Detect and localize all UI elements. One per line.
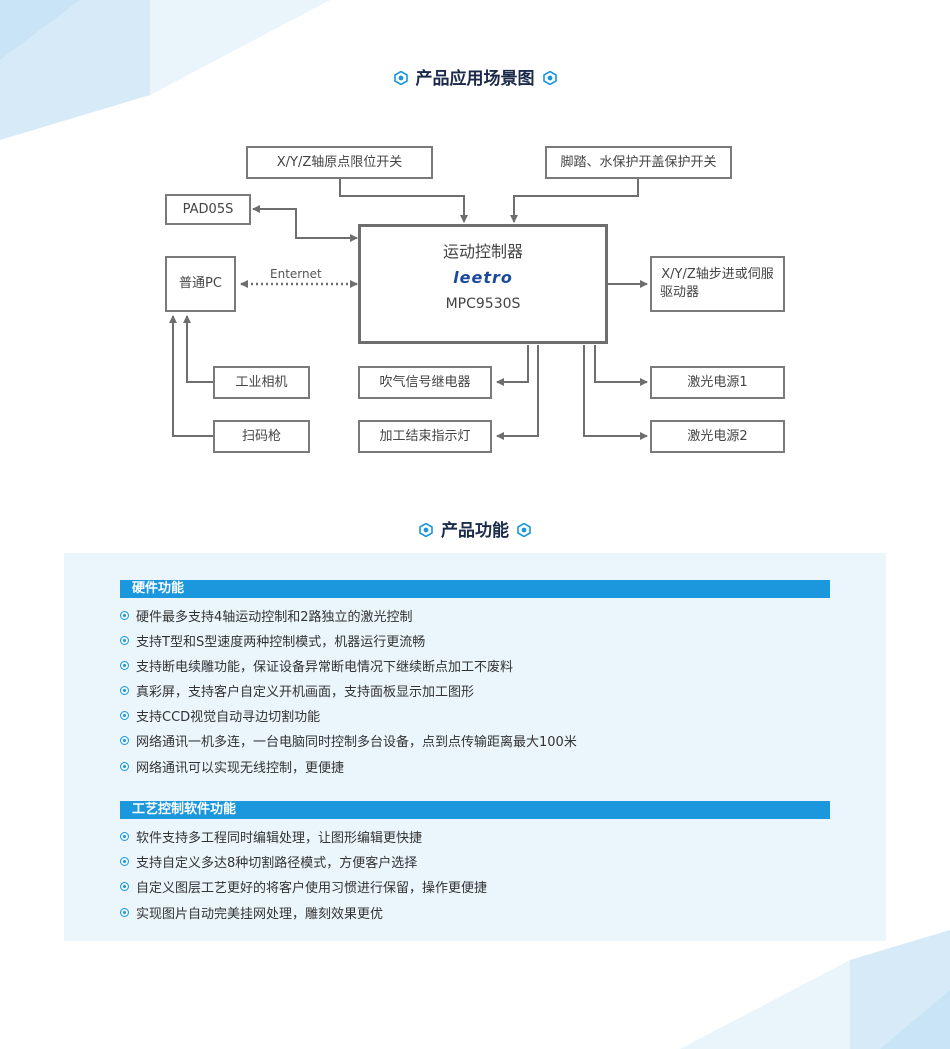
pc-box: 普通PC [165,256,236,312]
hardware-item: 网络通讯可以实现无线控制，更便捷 [120,760,344,778]
circle-bullet-icon [120,736,129,745]
features-section-title: 产品功能 [0,516,950,541]
hex-bullet-icon [542,71,557,85]
laser2-label: 激光电源2 [687,428,748,444]
controller-title: 运动控制器 [442,242,523,261]
motion-controller-box: 运动控制器 leetro MPC9530S [358,224,608,344]
driver-box: X/Y/Z轴步进或伺服 驱动器 [650,256,785,312]
software-item: 实现图片自动完美挂网处理，雕刻效果更优 [120,906,383,924]
hardware-item: 支持T型和S型速度两种控制模式，机器运行更流畅 [120,634,425,652]
hardware-item-text: 支持T型和S型速度两种控制模式，机器运行更流畅 [136,635,426,650]
hardware-item-text: 网络通讯可以实现无线控制，更便捷 [136,761,345,776]
hardware-heading: 硬件功能 [120,580,830,598]
software-item: 支持自定义多达8种切割路径模式，方便客户选择 [120,855,417,873]
circle-bullet-icon [120,882,129,891]
hardware-item: 网络通讯一机多连，一台电脑同时控制多台设备，点到点传输距离最大100米 [120,734,577,752]
bottom-right-decoration [680,930,950,1049]
hardware-item: 支持CCD视觉自动寻边切割功能 [120,709,320,727]
finish-light-label: 加工结束指示灯 [379,428,471,444]
software-item-text: 自定义图层工艺更好的将客户使用习惯进行保留，操作更便捷 [136,881,488,896]
hardware-item-text: 网络通讯一机多连，一台电脑同时控制多台设备，点到点传输距离最大100米 [136,735,577,750]
scanner-box: 扫码枪 [213,420,310,453]
hardware-item-text: 硬件最多支持4轴运动控制和2路独立的激光控制 [136,610,413,625]
laser1-label: 激光电源1 [687,374,748,390]
pad-label: PAD05S [182,201,234,217]
hardware-item: 支持断电续雕功能，保证设备异常断电情况下继续断点加工不废料 [120,659,513,677]
hardware-item: 硬件最多支持4轴运动控制和2路独立的激光控制 [120,609,413,627]
laser1-box: 激光电源1 [650,366,785,399]
foot-switch-label: 脚踏、水保护开盖保护开关 [560,154,717,170]
features-title-text: 产品功能 [441,521,509,541]
scanner-label: 扫码枪 [241,428,281,444]
software-heading: 工艺控制软件功能 [120,801,830,819]
limit-switch-label: X/Y/Z轴原点限位开关 [276,154,403,170]
circle-bullet-icon [120,762,129,771]
blow-relay-label: 吹气信号继电器 [379,374,471,390]
circle-bullet-icon [120,711,129,720]
features-panel [64,553,886,941]
circle-bullet-icon [120,611,129,620]
driver-label-line2: 驱动器 [660,285,700,300]
hardware-item: 真彩屏，支持客户自定义开机画面，支持面板显示加工图形 [120,684,474,702]
hex-bullet-icon [517,523,531,537]
camera-box: 工业相机 [213,366,310,399]
pc-label: 普通PC [179,276,222,291]
scene-section-title: 产品应用场景图 [0,64,950,89]
enternet-label: Enternet [270,267,322,281]
circle-bullet-icon [120,686,129,695]
hardware-item-text: 支持CCD视觉自动寻边切割功能 [136,710,321,725]
diagram-connectors [169,178,648,440]
circle-bullet-icon [120,908,129,917]
laser2-box: 激光电源2 [650,420,785,453]
hardware-item-text: 支持断电续雕功能，保证设备异常断电情况下继续断点加工不废料 [136,660,514,675]
controller-model: MPC9530S [445,296,521,312]
circle-bullet-icon [120,636,129,645]
hardware-item-text: 真彩屏，支持客户自定义开机画面，支持面板显示加工图形 [136,685,475,700]
software-item-text: 支持自定义多达8种切割路径模式，方便客户选择 [136,856,418,871]
software-item: 自定义图层工艺更好的将客户使用习惯进行保留，操作更便捷 [120,880,487,898]
circle-bullet-icon [120,661,129,670]
pad-box: PAD05S [165,194,251,225]
hex-bullet-icon [419,523,433,537]
foot-switch-box: 脚踏、水保护开盖保护开关 [545,146,732,179]
top-left-decoration [0,0,330,140]
blow-relay-box: 吹气信号继电器 [358,366,492,399]
limit-switch-box: X/Y/Z轴原点限位开关 [246,146,433,179]
leetro-logo: leetro [453,268,513,287]
software-item-text: 实现图片自动完美挂网处理，雕刻效果更优 [136,907,384,922]
circle-bullet-icon [120,857,129,866]
software-item-text: 软件支持多工程同时编辑处理，让图形编辑更快捷 [136,831,423,846]
scene-title-text: 产品应用场景图 [415,69,535,89]
driver-label-line1: X/Y/Z轴步进或伺服 [661,267,774,282]
camera-label: 工业相机 [235,374,288,390]
circle-bullet-icon [120,832,129,841]
hex-bullet-icon [393,71,408,85]
finish-light-box: 加工结束指示灯 [358,420,492,453]
software-item: 软件支持多工程同时编辑处理，让图形编辑更快捷 [120,830,422,848]
